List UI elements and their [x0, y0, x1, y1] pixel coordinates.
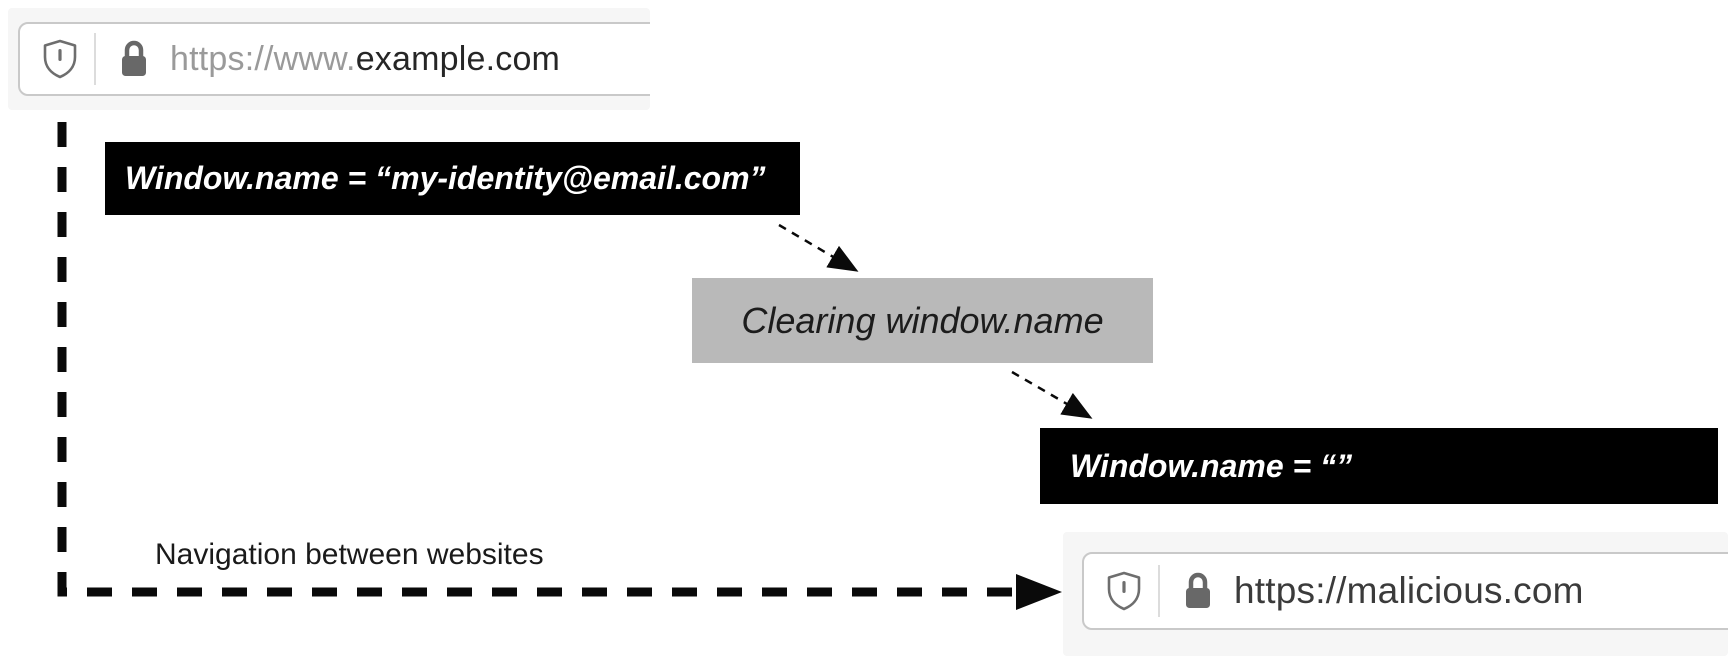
- divider: [1158, 565, 1160, 617]
- clearing-window-name-label: Clearing window.name: [741, 299, 1104, 341]
- url-input-example[interactable]: https://www.example.com: [18, 22, 650, 96]
- shield-icon[interactable]: [40, 38, 80, 80]
- clearing-window-name-box: Clearing window.name: [692, 278, 1153, 363]
- lock-icon[interactable]: [116, 39, 152, 79]
- lock-icon[interactable]: [1180, 571, 1216, 611]
- url-text-malicious: https://malicious.com: [1234, 570, 1584, 611]
- navigation-flow-dashed-line: [57, 122, 1014, 597]
- arrow-set-to-clearing: [778, 223, 859, 272]
- window-name-set-box: Window.name = “my-identity@email.com”: [105, 142, 800, 215]
- url-text-example: https://www.example.com: [170, 40, 560, 79]
- url-scheme: https://www.: [170, 39, 356, 78]
- window-name-cleared-label: Window.name = “”: [1070, 447, 1353, 484]
- arrow-clearing-to-cleared: [1011, 370, 1093, 419]
- navigation-between-websites-label: Navigation between websites: [155, 538, 544, 571]
- shield-icon[interactable]: [1104, 570, 1144, 612]
- address-bar-malicious: https://malicious.com: [1063, 532, 1728, 656]
- navigation-arrowhead: [1016, 574, 1062, 610]
- window-name-set-label: Window.name = “my-identity@email.com”: [125, 160, 766, 196]
- divider: [94, 33, 96, 85]
- address-bar-example: https://www.example.com: [8, 8, 650, 110]
- window-name-cleared-box: Window.name = “”: [1040, 428, 1718, 504]
- url-domain: example.com: [355, 39, 561, 78]
- url-input-malicious[interactable]: https://malicious.com: [1082, 552, 1728, 630]
